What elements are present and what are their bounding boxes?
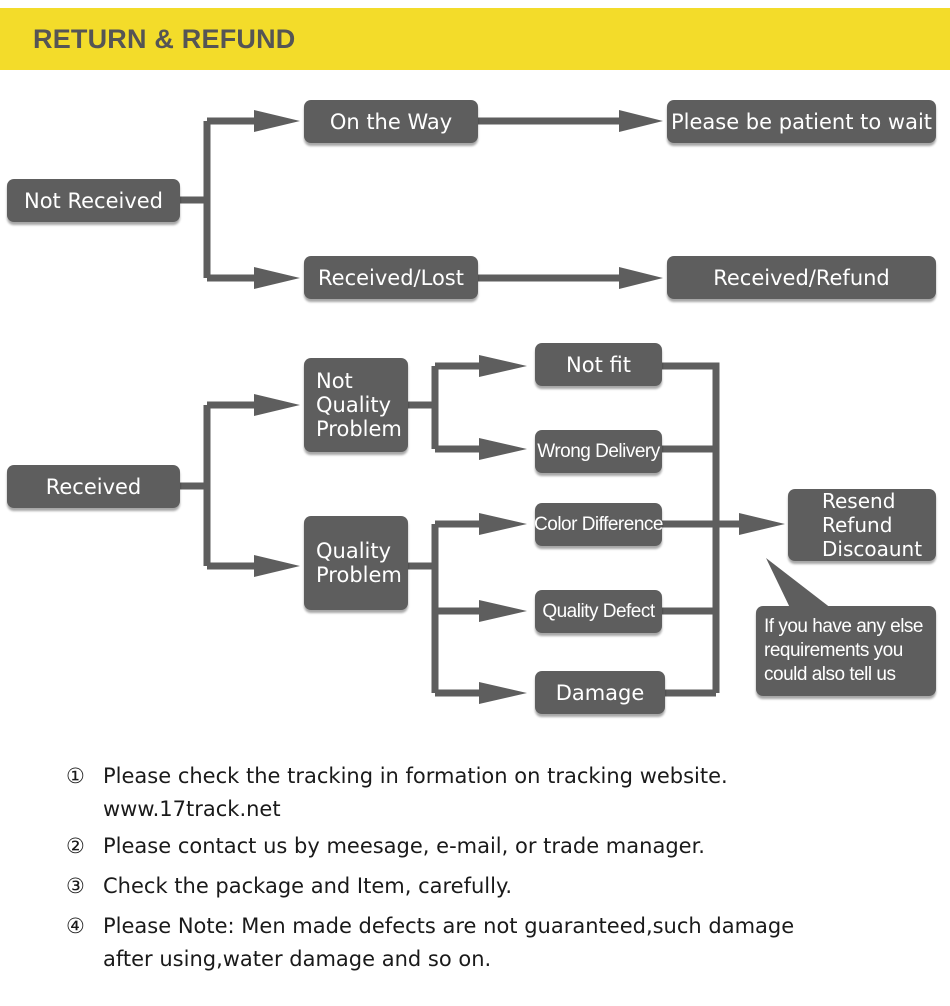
please-wait-box: Please be patient to wait: [667, 100, 936, 143]
notes-list: ① Please check the tracking in formation …: [66, 760, 926, 976]
arrow-not-quality: [254, 394, 300, 416]
arrow-received-lost: [254, 267, 300, 289]
connector-right-merge: [662, 362, 740, 697]
received-refund-box: Received/Refund: [667, 256, 936, 299]
connector-not-received: [180, 117, 255, 282]
arrow-quality: [254, 555, 300, 577]
note-number: ③: [66, 874, 85, 898]
on-the-way-box: On the Way: [304, 100, 478, 143]
arrow-received-refund: [619, 267, 663, 289]
note-item: ③ Check the package and Item, carefully.: [66, 870, 926, 903]
note-item: ① Please check the tracking in formation …: [66, 760, 926, 826]
quality-defect-box: Quality Defect: [535, 590, 662, 633]
connector-received: [180, 401, 255, 570]
wrong-delivery-box: Wrong Delivery: [535, 430, 662, 473]
resolution-box: Resend Refund Discoaunt: [788, 489, 936, 561]
arrow-please-wait: [619, 110, 663, 132]
connector-not-quality: [408, 362, 480, 453]
arrow-not-fit: [479, 355, 527, 377]
note-continuation: after using,water damage and so on.: [103, 947, 492, 971]
note-continuation: www.17track.net: [103, 797, 281, 821]
not-received-box: Not Received: [7, 179, 180, 222]
note-number: ④: [66, 914, 85, 938]
arrow-color-difference: [479, 513, 527, 535]
color-difference-box: Color Difference: [534, 503, 663, 546]
connector-quality: [408, 520, 480, 697]
header-banner: RETURN & REFUND: [0, 8, 950, 70]
page-title: RETURN & REFUND: [33, 24, 296, 54]
arrow-resolution: [739, 513, 785, 535]
note-bubble-pointer: [766, 558, 836, 612]
arrow-wrong-delivery: [479, 438, 527, 460]
received-lost-box: Received/Lost: [304, 256, 478, 299]
not-quality-problem-box: Not Quality Problem: [304, 358, 408, 452]
quality-problem-box: Quality Problem: [304, 516, 408, 610]
not-fit-box: Not fit: [535, 343, 662, 386]
note-text: Please Note: Men made defects are not gu…: [103, 914, 795, 938]
received-box: Received: [7, 465, 180, 508]
arrow-quality-defect: [479, 600, 527, 622]
note-text: Please check the tracking in formation o…: [103, 764, 728, 788]
note-text: Check the package and Item, carefully.: [103, 874, 513, 898]
note-number: ②: [66, 834, 85, 858]
note-number: ①: [66, 764, 85, 788]
note-item: ④ Please Note: Men made defects are not g…: [66, 910, 926, 976]
damage-box: Damage: [535, 671, 665, 714]
arrow-on-the-way: [254, 110, 300, 132]
note-item: ② Please contact us by meesage, e-mail, o…: [66, 830, 926, 863]
note-text: Please contact us by meesage, e-mail, or…: [103, 834, 705, 858]
flow-connectors: [180, 110, 836, 704]
arrow-damage: [479, 682, 527, 704]
note-bubble: If you have any else requirements you co…: [756, 606, 936, 696]
